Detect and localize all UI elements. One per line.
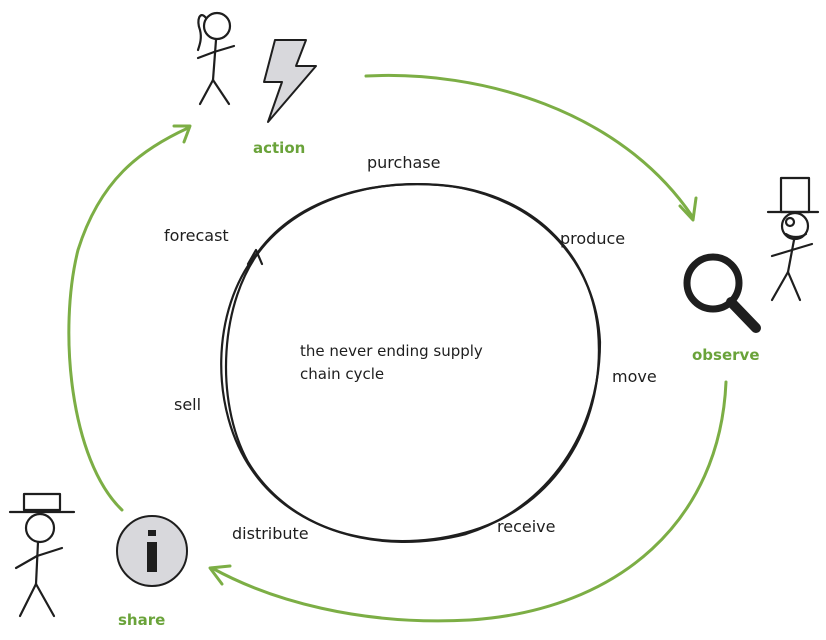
arrow-observe-to-share [210,380,728,623]
magnifier-icon [683,253,761,333]
lightning-icon [263,39,317,123]
step-produce: produce [560,229,625,248]
arrow-action-to-observe [364,73,694,218]
step-receive: receive [497,517,555,536]
info-icon [116,515,188,587]
arrow-share-to-action [67,126,190,512]
step-forecast: forecast [164,226,229,245]
outer-cycle-arrows [67,73,728,623]
center-title-line-2: chain cycle [300,365,384,383]
stage-action-label: action [253,139,305,157]
center-title-line-1: the never ending supply [300,342,483,360]
step-purchase: purchase [367,153,440,172]
stage-share-label: share [118,611,165,629]
step-move: move [612,367,657,386]
stage-observe-label: observe [692,346,760,364]
inner-cycle-circle [220,183,602,543]
stick-figure-share [8,492,76,618]
stick-figure-action [196,11,236,106]
stick-figure-observe [766,176,820,302]
step-distribute: distribute [232,524,309,543]
step-sell: sell [174,395,201,414]
